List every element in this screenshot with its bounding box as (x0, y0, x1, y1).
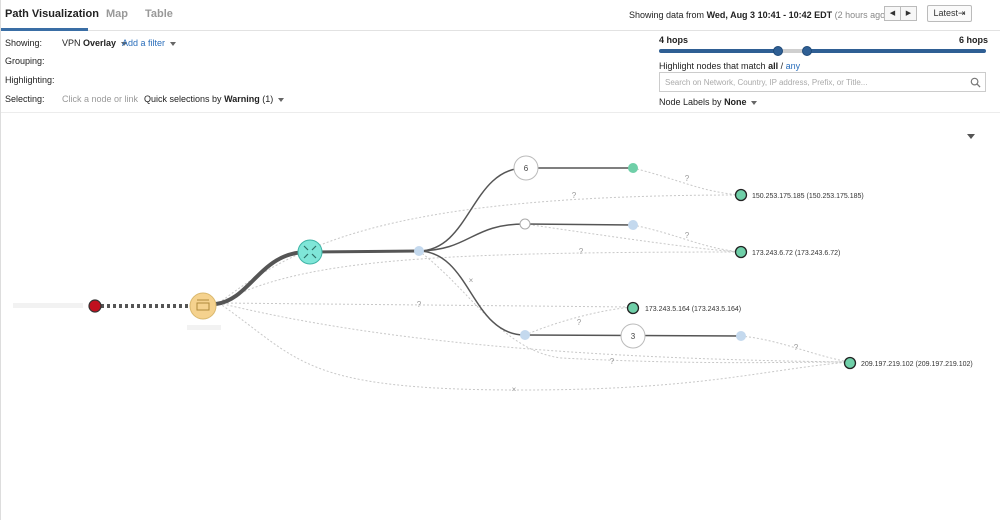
source-label-placeholder (13, 303, 83, 308)
unknown-markers: ? ? ? ? ? ? ? ? × × (417, 174, 799, 394)
hops-slider-track[interactable] (659, 49, 986, 53)
agent-label-placeholder (187, 325, 221, 330)
chevron-down-icon (169, 41, 176, 46)
next-icon: ▶ (905, 10, 912, 17)
hop-node[interactable] (519, 218, 531, 230)
agent-node[interactable] (189, 292, 217, 320)
node-search-input[interactable] (660, 73, 965, 91)
node-badge: 6 (524, 164, 529, 173)
time-range-relative: (2 hours ago) (834, 10, 889, 20)
search-icon[interactable] (970, 77, 981, 88)
destination-label: 173.243.5.164 (173.243.5.164) (645, 306, 741, 313)
hops-min-label: 4 hops (659, 35, 689, 45)
unknown-marker: ? (794, 343, 799, 352)
time-range-display: Showing data from Wed, Aug 3 10:41 - 10:… (629, 10, 888, 20)
dotted-paths (218, 167, 850, 391)
grouped-hop-node[interactable]: 3 (620, 323, 646, 349)
panel-toggle-icon[interactable] (967, 134, 975, 139)
add-filter-label: Add a filter (122, 38, 166, 48)
previous-icon: ◀ (889, 10, 896, 17)
destination-label: 150.253.175.185 (150.253.175.185) (752, 193, 864, 200)
destination-node[interactable]: 209.197.219.102 (209.197.219.102) (843, 356, 973, 370)
hop-node[interactable] (628, 220, 638, 230)
unknown-marker: ? (572, 191, 577, 200)
grouped-hop-node[interactable]: 6 (513, 155, 539, 181)
highlight-match-prefix: Highlight nodes that match (659, 61, 766, 71)
node-labels-prefix: Node Labels by (659, 97, 722, 107)
source-node[interactable] (88, 299, 102, 313)
cross-marker: × (469, 276, 474, 285)
unknown-marker: ? (685, 174, 690, 183)
destination-label: 209.197.219.102 (209.197.219.102) (861, 361, 973, 368)
selecting-placeholder: Click a node or link (62, 94, 139, 104)
hop-node[interactable] (520, 330, 530, 340)
destination-node[interactable]: 173.243.6.72 (173.243.6.72) (734, 245, 841, 259)
previous-button[interactable]: ◀ (884, 6, 901, 21)
highlighting-label: Highlighting: (5, 75, 55, 85)
quick-selections-dropdown[interactable]: Quick selections by Warning (1) (144, 94, 286, 104)
quick-selections-count: (1) (262, 94, 274, 104)
node-labels-dropdown[interactable]: Node Labels by None (659, 97, 759, 107)
match-separator: / (780, 61, 784, 71)
controls-panel: Showing: VPN Overlay Add a filter Groupi… (1, 31, 1000, 113)
match-all-option[interactable]: all (768, 61, 779, 71)
chevron-down-icon (277, 97, 284, 102)
unknown-marker: ? (685, 231, 690, 240)
node-badge: 3 (631, 332, 636, 341)
vpn-node[interactable] (297, 239, 323, 265)
active-tab-indicator (1, 28, 88, 31)
selecting-label: Selecting: (5, 94, 45, 104)
destination-node[interactable]: 173.243.5.164 (173.243.5.164) (626, 301, 742, 315)
hops-slider-range (778, 49, 807, 53)
unknown-marker: ? (577, 318, 582, 327)
showing-value-strong: Overlay (83, 38, 117, 48)
showing-label: Showing: (5, 38, 43, 48)
hops-max-label: 6 hops (959, 35, 989, 45)
hops-slider-min-handle[interactable] (773, 46, 783, 56)
arrows-icon (303, 245, 317, 259)
showing-value-prefix: VPN (62, 38, 81, 48)
unknown-marker: ? (417, 300, 422, 309)
next-button[interactable]: ▶ (900, 6, 917, 21)
chevron-down-icon (751, 100, 758, 105)
showing-value[interactable]: VPN Overlay (62, 38, 129, 48)
time-range-value: Wed, Aug 3 10:41 - 10:42 EDT (706, 10, 833, 20)
grouping-label: Grouping: (5, 56, 45, 66)
latest-button[interactable]: Latest⇥ (927, 5, 972, 22)
add-filter-link[interactable]: Add a filter (122, 38, 178, 48)
cross-marker: × (512, 385, 517, 394)
node-labels-value: None (724, 97, 747, 107)
tab-path-visualization[interactable]: Path Visualization (5, 8, 99, 20)
match-any-option[interactable]: any (785, 61, 801, 71)
destination-node[interactable]: 150.253.175.185 (150.253.175.185) (734, 188, 864, 202)
tab-table[interactable]: Table (145, 8, 173, 20)
hop-node[interactable] (414, 246, 424, 256)
path-visualization-canvas: ? ? ? ? ? ? ? ? × × 6 (13, 155, 973, 394)
node-search-box (659, 72, 986, 92)
top-bar: Path Visualization Map Table Showing dat… (1, 0, 1000, 31)
destination-label: 173.243.6.72 (173.243.6.72) (752, 250, 840, 257)
router-icon (196, 302, 210, 311)
highlight-match-text: Highlight nodes that match all / any (659, 61, 800, 71)
hop-node[interactable] (736, 331, 746, 341)
quick-selections-prefix: Quick selections by (144, 94, 222, 104)
hops-slider-max-handle[interactable] (802, 46, 812, 56)
unknown-marker: ? (610, 357, 615, 366)
tab-map[interactable]: Map (106, 8, 128, 20)
hop-node[interactable] (628, 163, 638, 173)
chevron-down-icon (120, 41, 127, 46)
unknown-marker: ? (579, 247, 584, 256)
time-range-prefix: Showing data from (629, 10, 705, 20)
quick-selections-strong: Warning (224, 94, 260, 104)
